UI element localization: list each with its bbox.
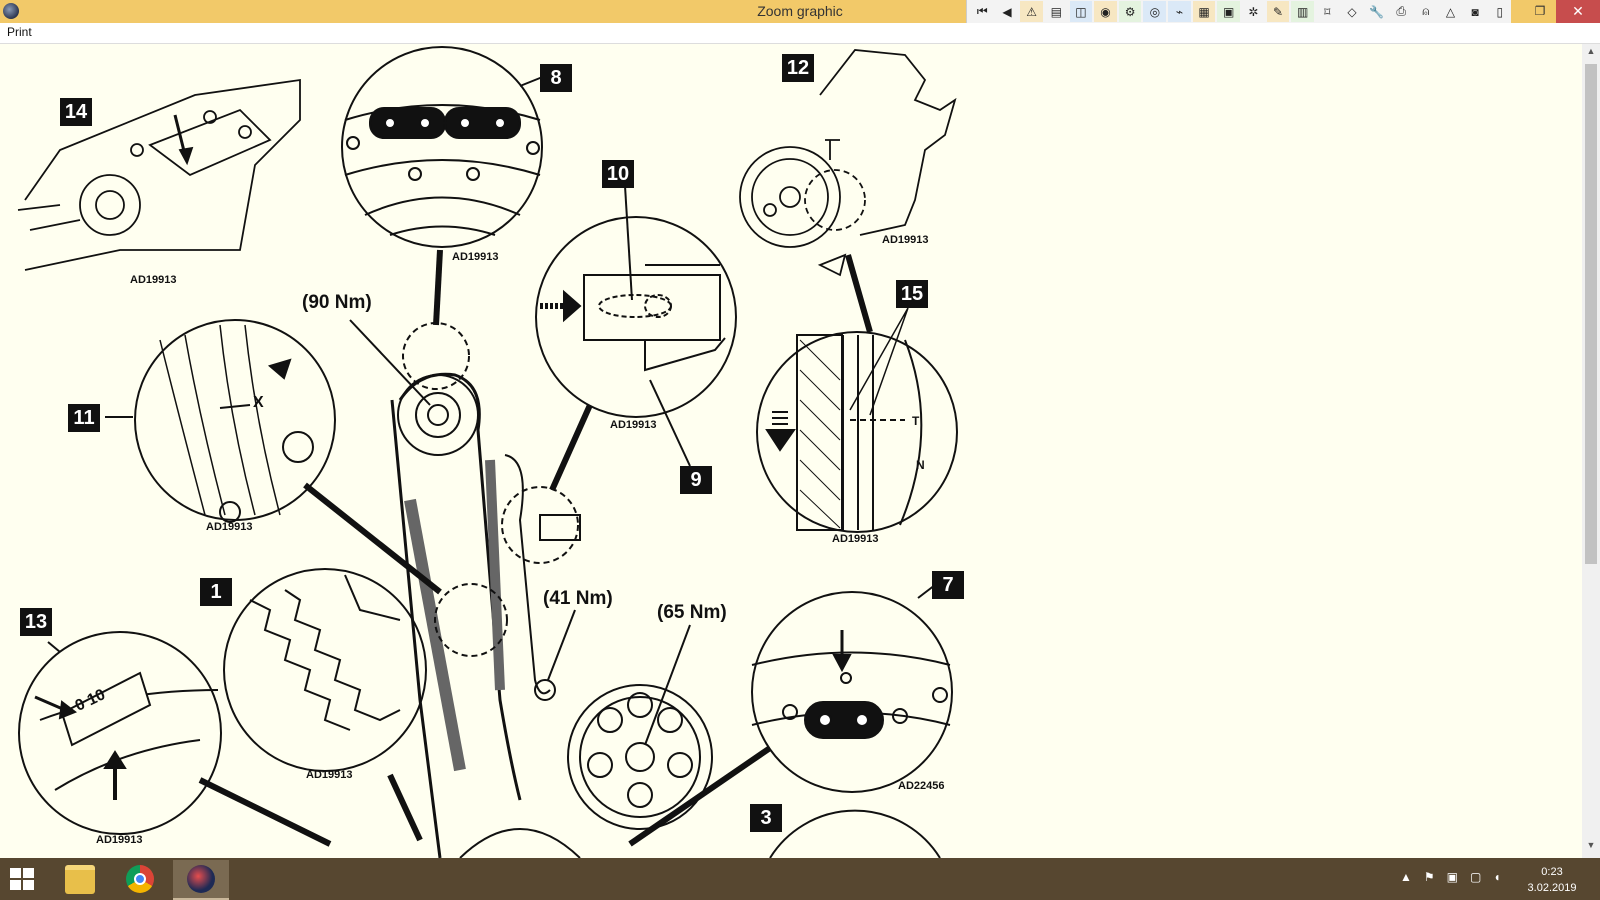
clock-date: 3.02.2019 bbox=[1527, 882, 1577, 894]
label-x: X bbox=[253, 394, 264, 411]
detail-circle-7 bbox=[751, 591, 953, 793]
torque-65: (65 Nm) bbox=[657, 602, 727, 623]
ref-15: AD19913 bbox=[832, 533, 879, 545]
scroll-down-icon[interactable]: ▼ bbox=[1586, 840, 1596, 850]
first-page-icon[interactable]: ⏮ bbox=[976, 4, 988, 18]
app-icon[interactable] bbox=[3, 3, 19, 19]
camshaft-sprocket bbox=[397, 374, 479, 456]
torque-90: (90 Nm) bbox=[302, 292, 372, 313]
warning-icon[interactable]: ⚠ bbox=[1020, 1, 1043, 22]
calculator-icon[interactable]: ▥ bbox=[1291, 1, 1314, 22]
detail-circle-8 bbox=[341, 46, 543, 248]
diagram-icon[interactable]: ◫ bbox=[1069, 1, 1093, 22]
toolbar: ⏮ ◀ ⚠ ▤ ◫◉⚙◎⌁▦▣ ✲ ✎▥ ⌑ ◇ 🔧 ⎙ ⍝ △ ◙ ▯ bbox=[966, 0, 1511, 23]
clock-time: 0:23 bbox=[1541, 866, 1563, 878]
detail-circle-10 bbox=[535, 216, 737, 418]
ref-8: AD19913 bbox=[452, 251, 499, 263]
taskbar: ▲ ⚑ ▣ ▢ ◖ 0:23 3.02.2019 bbox=[0, 858, 1600, 900]
callout-15: 15 bbox=[896, 280, 928, 308]
person-icon[interactable]: ⍝ bbox=[1422, 4, 1430, 18]
detail-circle-13 bbox=[18, 631, 222, 835]
callout-8: 8 bbox=[540, 64, 572, 92]
tray-expand-icon[interactable]: ▲ bbox=[1400, 870, 1412, 884]
network-icon[interactable]: ▣ bbox=[1446, 870, 1458, 884]
ref-7: AD22456 bbox=[898, 780, 945, 792]
menu-item-print[interactable]: Print bbox=[7, 25, 32, 39]
callout-3: 3 bbox=[750, 804, 782, 832]
edit-icon[interactable]: ✎ bbox=[1266, 1, 1290, 22]
title-bar: Zoom graphic ⏮ ◀ ⚠ ▤ ◫◉⚙◎⌁▦▣ ✲ ✎▥ ⌑ ◇ 🔧 ⎙ ⍝ △ ◙ ▯ ❐ ✕ bbox=[0, 0, 1600, 23]
callout-11: 11 bbox=[68, 404, 100, 432]
oil-pump-12 bbox=[739, 49, 957, 277]
callout-12: 12 bbox=[782, 54, 814, 82]
callout-10: 10 bbox=[602, 160, 634, 188]
folder-icon bbox=[65, 864, 95, 894]
flag-icon[interactable]: ⚑ bbox=[1423, 870, 1435, 884]
timing-chain-main bbox=[390, 372, 551, 858]
shape-icon[interactable]: ◇ bbox=[1347, 4, 1357, 19]
wiring-icon[interactable]: ⌁ bbox=[1168, 1, 1191, 22]
detail-circle-15 bbox=[756, 331, 958, 533]
previous-page-icon[interactable]: ◀ bbox=[1002, 4, 1012, 19]
wrench-icon[interactable]: 🔧 bbox=[1369, 4, 1385, 19]
volume-icon[interactable]: ◖ bbox=[1493, 870, 1501, 884]
app-task-icon bbox=[187, 865, 215, 893]
callout-14: 14 bbox=[60, 98, 92, 126]
chart-icon[interactable]: ▦ bbox=[1192, 1, 1216, 22]
label-t: T bbox=[912, 414, 920, 428]
detail-circle-1 bbox=[223, 568, 427, 772]
ref-11: AD19913 bbox=[206, 521, 253, 533]
clipboard-icon[interactable]: ▯ bbox=[1496, 4, 1504, 19]
ref-10: AD19913 bbox=[610, 419, 657, 431]
vertical-scrollbar[interactable]: ▲ ▼ bbox=[1582, 44, 1600, 858]
tag-icon[interactable]: ⌑ bbox=[1324, 4, 1331, 19]
ref-14: AD19913 bbox=[130, 274, 177, 286]
ref-13: AD19913 bbox=[96, 834, 143, 846]
tool-icon[interactable]: ⚙ bbox=[1118, 1, 1142, 22]
balance-shaft-sprocket bbox=[567, 684, 713, 830]
ref-1: AD19913 bbox=[306, 769, 353, 781]
gauge-icon[interactable]: ◎ bbox=[1143, 1, 1167, 22]
document-icon[interactable]: ▤ bbox=[1050, 4, 1062, 19]
clock[interactable]: 0:23 3.02.2019 bbox=[1512, 864, 1592, 896]
timing-chain-diagram bbox=[17, 46, 958, 858]
restore-button[interactable]: ❐ bbox=[1534, 4, 1546, 18]
camera-icon[interactable]: ◙ bbox=[1471, 4, 1479, 19]
alert-icon[interactable]: △ bbox=[1445, 4, 1456, 19]
ref-12: AD19913 bbox=[882, 234, 929, 246]
settings-icon[interactable]: ✲ bbox=[1248, 4, 1259, 19]
app-task-button[interactable] bbox=[173, 860, 229, 900]
close-button[interactable]: ✕ bbox=[1556, 0, 1600, 23]
detail-circle-11 bbox=[134, 319, 336, 521]
callout-1: 1 bbox=[200, 578, 232, 606]
window-title: Zoom graphic bbox=[757, 3, 843, 19]
chrome-button[interactable] bbox=[112, 860, 168, 898]
callout-7: 7 bbox=[932, 571, 964, 599]
chain-links-11 bbox=[159, 324, 281, 516]
scroll-up-icon[interactable]: ▲ bbox=[1586, 46, 1596, 56]
torque-41: (41 Nm) bbox=[543, 588, 613, 609]
display-icon[interactable]: ▢ bbox=[1470, 870, 1482, 884]
callout-9: 9 bbox=[680, 466, 712, 494]
label-n: N bbox=[916, 458, 925, 472]
callout-13: 13 bbox=[20, 608, 52, 636]
component-icon[interactable]: ◉ bbox=[1094, 1, 1117, 22]
print-icon[interactable]: ⎙ bbox=[1396, 4, 1407, 18]
system-tray: ▲ ⚑ ▣ ▢ ◖ bbox=[1400, 870, 1501, 884]
windows-start-icon[interactable] bbox=[10, 868, 36, 892]
zoom-graphic-canvas: 14 8 12 10 15 11 9 1 7 13 3 (90 Nm) (41 … bbox=[0, 44, 1582, 858]
menu-bar: Print bbox=[0, 23, 1600, 44]
detail-circle-3 bbox=[769, 809, 941, 858]
scrollbar-thumb[interactable] bbox=[1585, 64, 1597, 564]
save-icon[interactable]: ▣ bbox=[1217, 1, 1241, 22]
file-explorer-button[interactable] bbox=[52, 860, 108, 898]
chrome-icon bbox=[126, 865, 154, 893]
leader-lines bbox=[47, 75, 936, 847]
cylinder-head-14 bbox=[17, 78, 301, 271]
